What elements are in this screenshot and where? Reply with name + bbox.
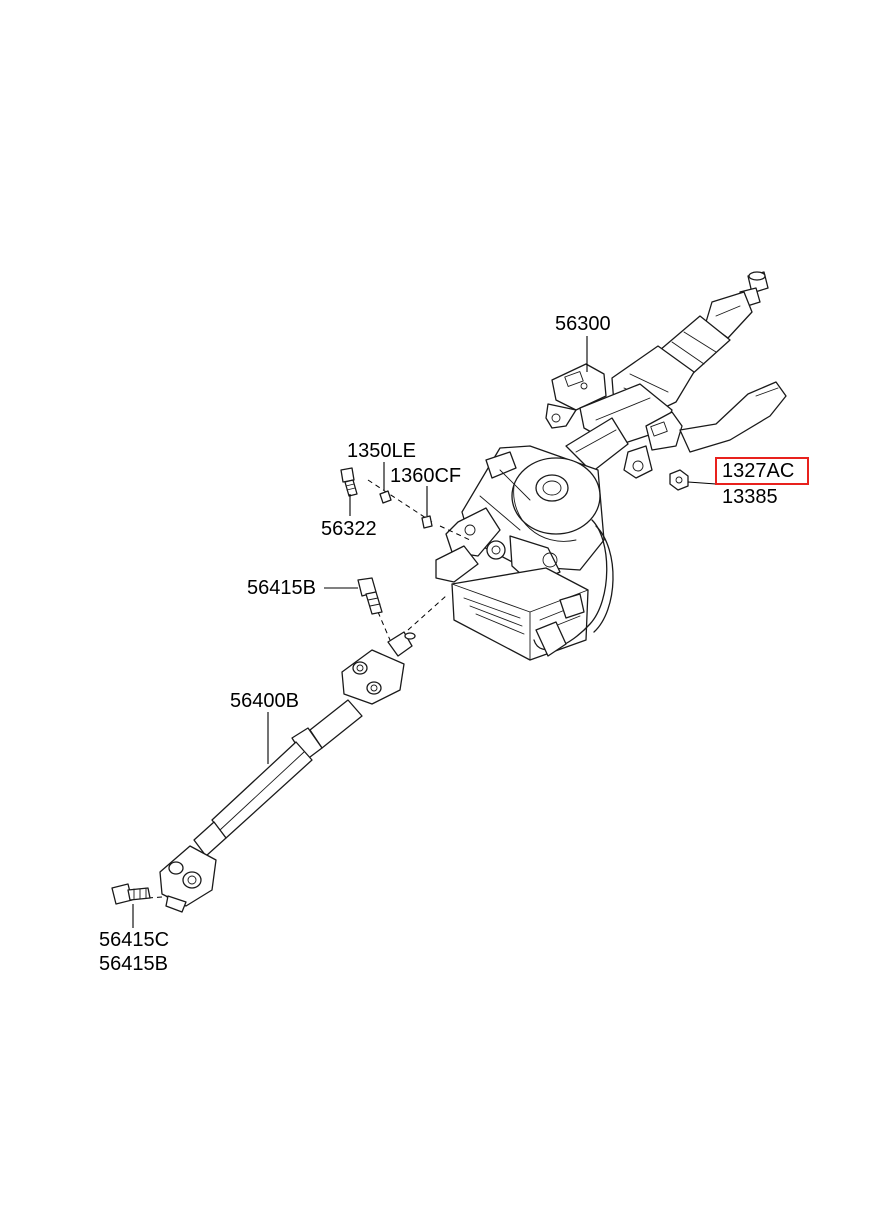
clip-1350le[interactable]: [379, 490, 392, 504]
bolt-56322[interactable]: [340, 467, 358, 497]
label-1327ac[interactable]: 1327AC: [722, 460, 795, 482]
eps-control-unit[interactable]: [451, 519, 614, 661]
label-56322[interactable]: 56322: [321, 518, 377, 540]
highlight-box-1327ac: [715, 457, 809, 485]
steering-column-assembly[interactable]: [545, 271, 787, 479]
label-56400b[interactable]: 56400B: [230, 690, 299, 712]
label-56415b-lower[interactable]: 56415B: [99, 953, 168, 975]
eps-motor-housing[interactable]: [435, 445, 605, 585]
label-1350le[interactable]: 1350LE: [347, 440, 416, 462]
bolt-56415b-upper[interactable]: [357, 577, 383, 615]
nut-1327ac[interactable]: [669, 469, 689, 491]
label-56300[interactable]: 56300: [555, 313, 611, 335]
intermediate-shaft[interactable]: [159, 631, 416, 913]
label-13385[interactable]: 13385: [722, 486, 778, 508]
label-1360cf[interactable]: 1360CF: [390, 465, 462, 487]
label-56415c-lower[interactable]: 56415C: [99, 929, 170, 951]
label-56415b-upper[interactable]: 56415B: [247, 577, 316, 599]
nut-1360cf[interactable]: [421, 515, 433, 529]
bolt-56415c-lower[interactable]: [111, 883, 151, 905]
